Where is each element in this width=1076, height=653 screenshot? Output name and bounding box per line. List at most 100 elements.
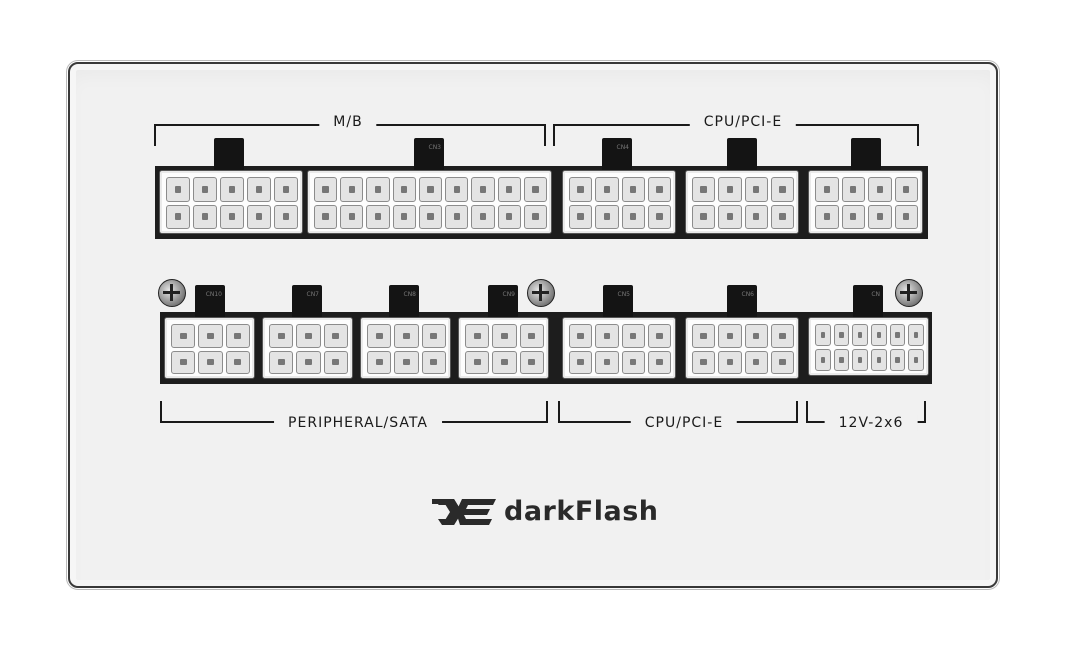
brand-name: darkFlash	[504, 496, 659, 527]
pin-hole	[889, 324, 906, 346]
peripheral-sata-label: PERIPHERAL/SATA	[274, 415, 442, 431]
pin-hole	[225, 350, 250, 374]
pin-hole	[367, 350, 392, 374]
pin-hole	[595, 177, 619, 202]
peripheral-sata-connector-1[interactable]	[164, 317, 255, 379]
pin-hole	[621, 204, 645, 229]
pin-hole	[569, 324, 593, 348]
pin-hole	[445, 204, 469, 229]
12v-2x6-connector-latch: CN	[853, 285, 883, 319]
pin-hole	[770, 350, 794, 374]
pin-hole	[523, 177, 547, 202]
pin-hole	[323, 350, 348, 374]
pin-hole	[770, 324, 794, 348]
pin-hole	[744, 350, 768, 374]
pin-hole	[908, 349, 924, 371]
darkflash-logo-icon	[432, 498, 496, 525]
cpu-pcie-connector-1-latch: CN4	[602, 138, 632, 172]
latch-label: CN8	[403, 291, 417, 298]
mb-label: M/B	[319, 114, 377, 130]
cpu-pcie-connector-4[interactable]	[562, 317, 676, 379]
pin-hole	[815, 177, 839, 202]
pin-hole	[889, 349, 906, 371]
pin-hole	[497, 177, 521, 202]
pin-hole	[421, 350, 446, 374]
pin-hole	[744, 204, 768, 229]
pin-hole	[523, 204, 547, 229]
pin-hole	[833, 324, 850, 346]
pin-hole	[340, 177, 364, 202]
cpu-pcie-connector-4-latch: CN5	[603, 285, 633, 319]
pin-hole	[621, 350, 645, 374]
pin-hole	[220, 177, 244, 202]
12v-2x6-connector[interactable]	[808, 317, 929, 376]
screw-icon	[527, 279, 555, 307]
latch-label: CN10	[205, 291, 222, 298]
pin-hole	[418, 177, 443, 202]
pin-hole	[815, 324, 831, 346]
pin-hole	[815, 349, 831, 371]
pin-hole	[323, 324, 348, 348]
peripheral-sata-connector-4-latch: CN9	[488, 285, 518, 319]
pin-hole	[718, 204, 742, 229]
cpu-pcie-top-label: CPU/PCI-E	[689, 114, 797, 130]
pin-hole	[314, 204, 338, 229]
pin-hole	[519, 350, 544, 374]
mb-connector-a[interactable]	[159, 170, 303, 234]
pin-hole	[647, 177, 671, 202]
screw-icon	[158, 279, 186, 307]
pin-hole	[366, 204, 390, 229]
pin-hole	[569, 350, 593, 374]
peripheral-sata-connector-2[interactable]	[262, 317, 353, 379]
pin-hole	[465, 350, 490, 374]
pin-hole	[166, 204, 190, 229]
cpu-pcie-connector-2[interactable]	[685, 170, 799, 234]
pin-hole	[497, 204, 521, 229]
mb-connector-a-latch	[214, 138, 244, 172]
pin-hole	[465, 324, 490, 348]
peripheral-sata-connector-1-latch: CN10	[195, 285, 225, 319]
pin-hole	[744, 324, 768, 348]
pin-hole	[471, 204, 495, 229]
pin-hole	[852, 324, 868, 346]
pin-hole	[492, 350, 517, 374]
pin-hole	[492, 324, 517, 348]
latch-label: CN	[871, 291, 880, 298]
cpu-pcie-connector-1[interactable]	[562, 170, 676, 234]
cpu-pcie-connector-5[interactable]	[685, 317, 799, 379]
pin-hole	[871, 324, 887, 346]
pin-hole	[314, 177, 338, 202]
pin-hole	[647, 350, 671, 374]
pin-hole	[868, 177, 892, 202]
pin-hole	[274, 177, 298, 202]
pin-hole	[519, 324, 544, 348]
pin-hole	[621, 324, 645, 348]
peripheral-sata-connector-3[interactable]	[360, 317, 451, 379]
pin-hole	[193, 177, 217, 202]
pin-hole	[718, 324, 742, 348]
pin-hole	[171, 324, 196, 348]
pin-hole	[692, 177, 716, 202]
pin-hole	[247, 177, 271, 202]
pin-hole	[868, 204, 892, 229]
cpu-pcie-connector-3-latch	[851, 138, 881, 172]
pin-hole	[392, 204, 416, 229]
latch-label: CN7	[306, 291, 320, 298]
pin-hole	[198, 350, 223, 374]
pin-hole	[647, 324, 671, 348]
pin-hole	[744, 177, 768, 202]
peripheral-sata-connector-2-latch: CN7	[292, 285, 322, 319]
pin-hole	[569, 204, 593, 229]
peripheral-sata-connector-4[interactable]	[458, 317, 549, 379]
mb-connector-b[interactable]	[307, 170, 552, 234]
12v-2x6-label: 12V-2x6	[824, 415, 918, 431]
pin-hole	[569, 177, 593, 202]
pin-hole	[841, 177, 865, 202]
darkflash-logo: darkFlash	[432, 496, 659, 527]
cpu-pcie-connector-3[interactable]	[808, 170, 923, 234]
pin-hole	[692, 204, 716, 229]
cpu-pcie-connector-2-latch	[727, 138, 757, 172]
pin-hole	[894, 204, 918, 229]
pin-hole	[471, 177, 495, 202]
pin-hole	[621, 177, 645, 202]
